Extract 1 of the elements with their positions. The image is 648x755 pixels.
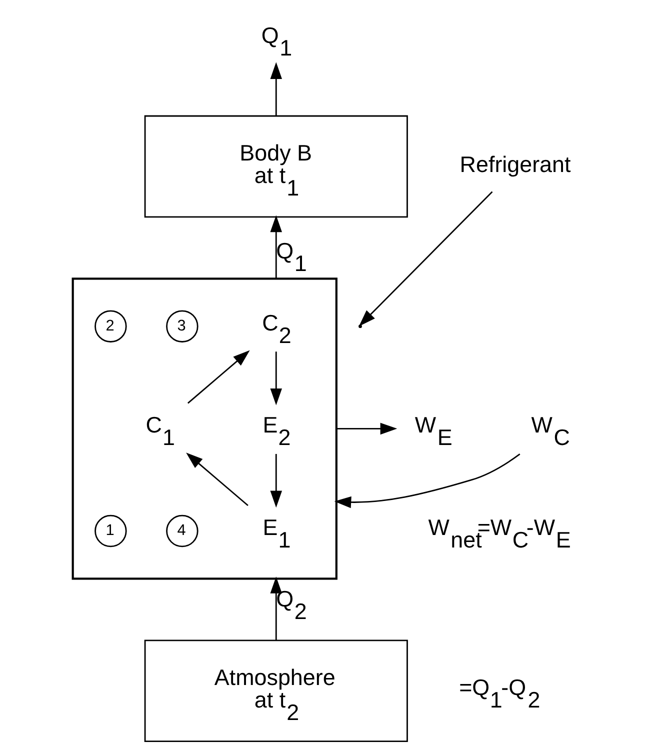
node-text: Refrigerant [459,152,570,177]
